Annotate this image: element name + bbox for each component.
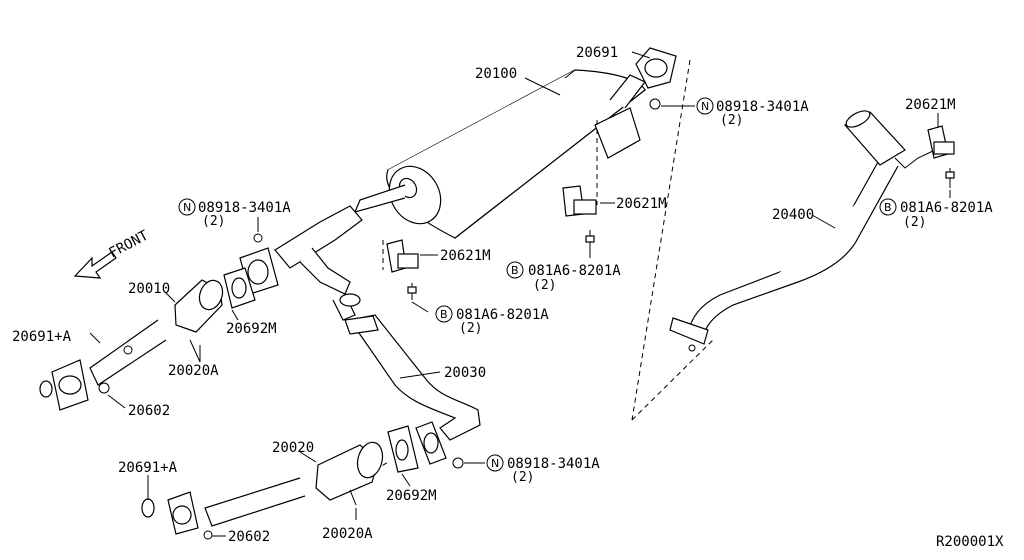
n-symbol-bottom-letter: N (491, 457, 499, 470)
muffler-20100 (353, 69, 647, 239)
label-20691a-top: 20691+A (12, 329, 72, 345)
label-20692m-bottom: 20692M (386, 488, 437, 504)
n-symbol-left-letter: N (183, 201, 191, 214)
label-n-bottom-qty: (2) (511, 470, 534, 485)
front-pipe-20030 (344, 314, 481, 465)
label-20400: 20400 (772, 207, 814, 223)
catalytic-converter-20010 (39, 233, 263, 411)
label-b-right-qty: (2) (903, 215, 926, 230)
n-symbol-top-letter: N (701, 100, 709, 113)
label-20010: 20010 (128, 281, 170, 297)
label-b-right: 081A6-8201A (900, 200, 993, 216)
label-b-mid: 081A6-8201A (528, 263, 621, 279)
label-20621m-left: 20621M (440, 248, 491, 264)
b-symbol-left (435, 305, 453, 323)
hanger-20621m-mid (562, 185, 597, 250)
b-symbol-mid-letter: B (511, 264, 519, 277)
label-n-top: 08918-3401A (716, 99, 809, 115)
label-n-left-qty: (2) (202, 214, 225, 229)
label-20692m-top: 20692M (226, 321, 277, 337)
front-label: FRONT (106, 227, 151, 261)
front-indicator: FRONT (73, 227, 152, 279)
label-20020a-top: 20020A (168, 363, 219, 379)
label-20020: 20020 (272, 440, 314, 456)
b-symbol-mid (506, 261, 524, 279)
label-20030: 20030 (444, 365, 486, 381)
label-20020a-bottom: 20020A (322, 526, 373, 542)
reference-code: R200001X (936, 534, 1004, 550)
label-b-left-qty: (2) (459, 321, 482, 336)
hanger-20621m-left (386, 239, 419, 300)
label-20602-top: 20602 (128, 403, 170, 419)
label-n-left: 08918-3401A (198, 200, 291, 216)
label-20621m-mid: 20621M (616, 196, 667, 212)
label-b-left: 081A6-8201A (456, 307, 549, 323)
tail-pipe-20400 (669, 110, 936, 352)
gasket-20691-top (635, 47, 677, 110)
leader-lines (89, 51, 951, 537)
part-labels: 20691 20100 N 08918-3401A (2) 20621M B 0… (12, 45, 1004, 550)
b-symbol-right-letter: B (884, 201, 892, 214)
label-20621m-right: 20621M (905, 97, 956, 113)
alignment-dashes (359, 59, 716, 481)
label-b-mid-qty: (2) (533, 278, 556, 293)
label-n-top-qty: (2) (720, 113, 743, 128)
catalytic-converter-20020 (141, 425, 464, 540)
label-n-bottom: 08918-3401A (507, 456, 600, 472)
label-20691-top: 20691 (576, 45, 618, 61)
hanger-20621m-right (927, 125, 955, 188)
b-symbol-right (879, 198, 897, 216)
n-symbol-left (178, 198, 196, 216)
label-20100: 20100 (475, 66, 517, 82)
n-symbol-top (696, 97, 714, 115)
n-symbol-bottom (486, 454, 504, 472)
b-symbol-left-letter: B (440, 308, 448, 321)
label-20691a-bottom: 20691+A (118, 460, 178, 476)
label-20602-bottom: 20602 (228, 529, 270, 545)
